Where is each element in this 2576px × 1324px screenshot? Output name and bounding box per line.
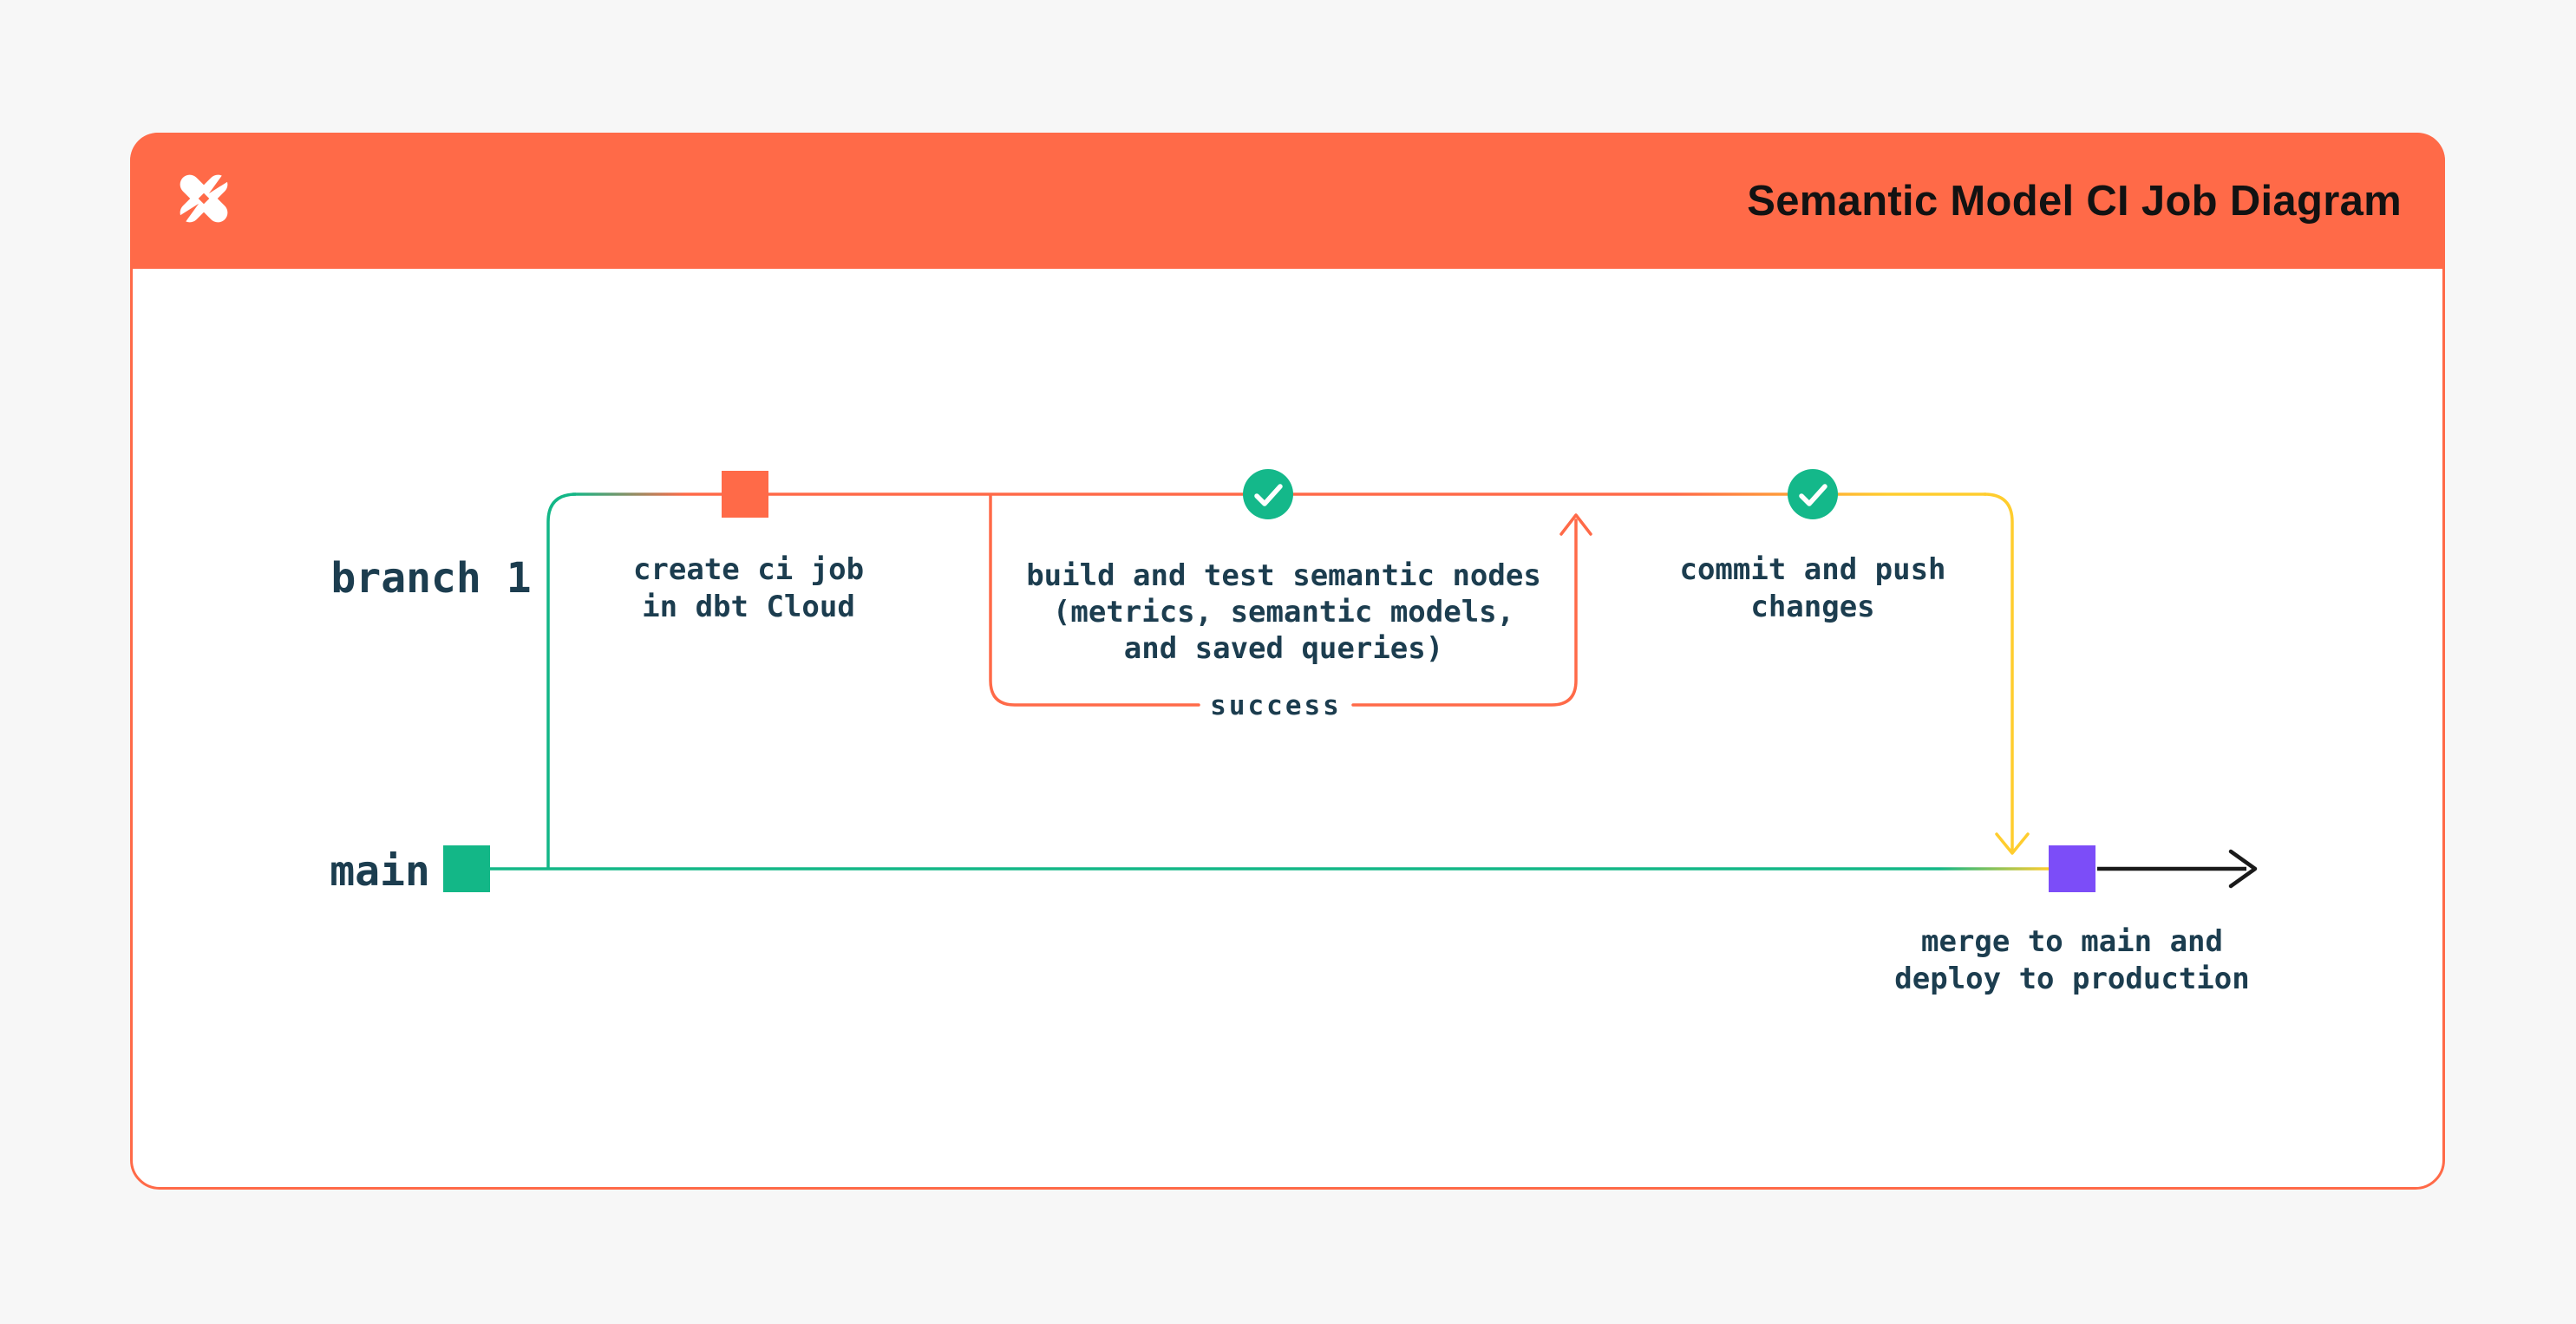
header-bar: Semantic Model CI Job Diagram bbox=[130, 133, 2445, 269]
check-circle-commit-push-icon bbox=[1788, 469, 1838, 519]
success-label: success bbox=[1210, 690, 1342, 721]
production-arrowhead-right-icon bbox=[2228, 849, 2258, 889]
main-commit-square bbox=[443, 845, 490, 892]
svg-text:commit and push: commit and push bbox=[1679, 552, 1945, 587]
svg-text:and saved queries): and saved queries) bbox=[1124, 631, 1443, 666]
create-ci-node-label: create ci job in dbt Cloud bbox=[633, 552, 864, 624]
diagram-card bbox=[130, 133, 2445, 1190]
svg-text:create ci job: create ci job bbox=[633, 552, 864, 587]
svg-text:changes: changes bbox=[1750, 590, 1874, 624]
merge-deploy-node-label: merge to main and deploy to production bbox=[1894, 924, 2249, 996]
success-arrowhead-up-icon bbox=[1559, 513, 1592, 536]
ci-job-commit-square bbox=[722, 471, 768, 518]
success-loop-right bbox=[1351, 519, 1578, 707]
dbt-logo-icon bbox=[172, 165, 236, 237]
merge-commit-square bbox=[2049, 845, 2095, 892]
branch1-label: branch 1 bbox=[330, 554, 531, 603]
svg-text:merge to main and: merge to main and bbox=[1921, 924, 2223, 959]
main-label: main bbox=[330, 847, 430, 896]
page-title: Semantic Model CI Job Diagram bbox=[1747, 177, 2402, 225]
svg-text:in dbt Cloud: in dbt Cloud bbox=[642, 590, 855, 624]
commit-push-node-label: commit and push changes bbox=[1679, 552, 1945, 624]
svg-text:build and test semantic nodes: build and test semantic nodes bbox=[1026, 558, 1541, 593]
branch-line-vertical bbox=[546, 492, 577, 869]
svg-text:deploy to production: deploy to production bbox=[1894, 962, 2249, 996]
branch-merge-drop-line bbox=[1983, 492, 2014, 851]
check-circle-build-test-icon bbox=[1243, 469, 1293, 519]
svg-text:(metrics, semantic models,: (metrics, semantic models, bbox=[1053, 595, 1514, 629]
success-loop-left bbox=[989, 494, 1200, 707]
build-test-node-label: build and test semantic nodes (metrics, … bbox=[1026, 558, 1541, 666]
merge-arrowhead-down-icon bbox=[1995, 832, 2030, 855]
